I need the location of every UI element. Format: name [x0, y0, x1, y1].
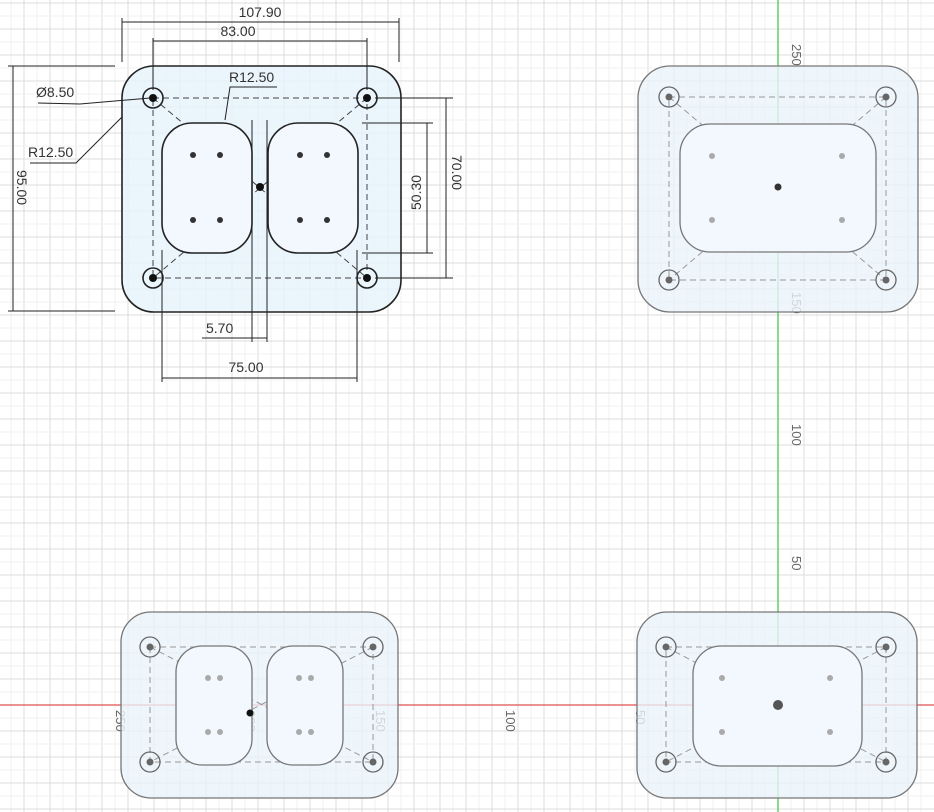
dimension-hole-spacing-y[interactable]: 70.00 — [449, 155, 465, 190]
dimensions[interactable]: 107.90 83.00 Ø8.50 R12.50 R12.50 95.00 7… — [8, 4, 465, 382]
right-pocket[interactable] — [267, 122, 359, 254]
view-bottom-right[interactable] — [636, 611, 918, 799]
view-bottom-left[interactable] — [120, 611, 399, 799]
main-sketch-profile[interactable] — [121, 65, 402, 313]
axis-label: 50 — [789, 556, 804, 570]
dimension-hole-diameter[interactable]: Ø8.50 — [36, 84, 74, 100]
view-top-right[interactable] — [637, 65, 919, 313]
axis-label: 100 — [503, 710, 518, 732]
pocket-points — [190, 152, 330, 223]
dimension-corner-radius[interactable]: R12.50 — [28, 144, 73, 160]
dimension-pocket-height[interactable]: 50.30 — [408, 175, 424, 210]
center-point[interactable] — [256, 183, 264, 191]
left-pocket[interactable] — [161, 122, 253, 254]
construction-rectangle[interactable] — [152, 97, 368, 279]
axis-label: 250 — [789, 44, 804, 66]
dimension-pockets-width[interactable]: 75.00 — [228, 359, 263, 375]
dimension-pocket-gap[interactable]: 5.70 — [206, 320, 233, 336]
axis-label: 100 — [789, 424, 804, 446]
dimension-pocket-radius[interactable]: R12.50 — [229, 69, 274, 85]
dimension-hole-spacing-x[interactable]: 83.00 — [220, 23, 255, 39]
dimension-overall-width[interactable]: 107.90 — [239, 4, 282, 20]
dimension-overall-height[interactable]: 95.00 — [14, 170, 30, 205]
